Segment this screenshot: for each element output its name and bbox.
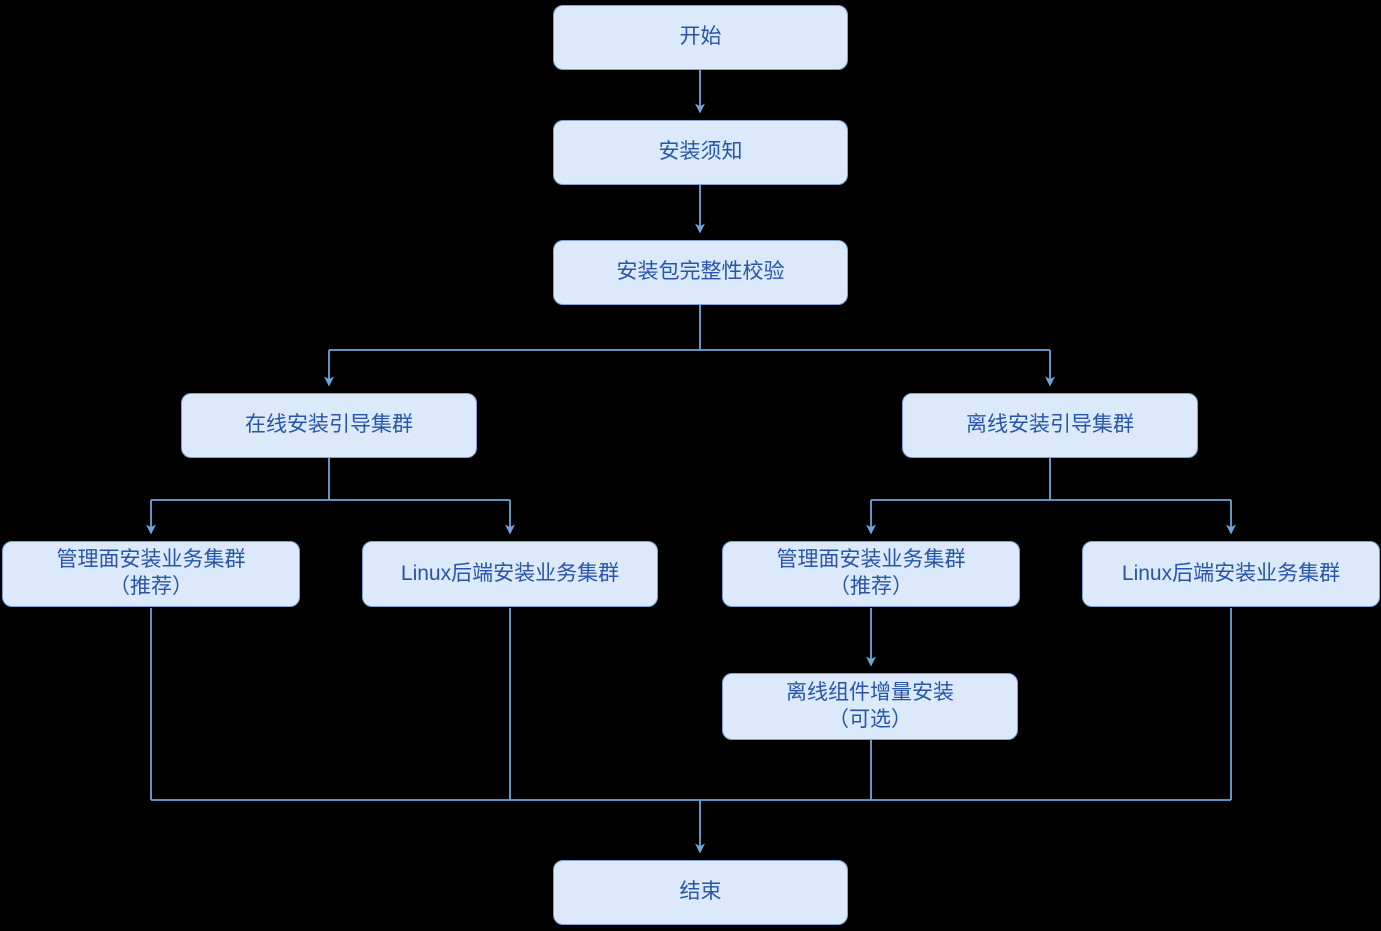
node-start: 开始 — [553, 5, 848, 70]
node-offline-incremental-install: 离线组件增量安装 （可选） — [722, 673, 1018, 740]
node-label: 在线安装引导集群 — [245, 413, 413, 437]
node-label: 安装包完整性校验 — [616, 260, 785, 284]
node-label: 开始 — [679, 25, 722, 49]
node-label: Linux后端安装业务集群 — [1121, 561, 1341, 585]
node-label-line2: （推荐） — [109, 575, 193, 598]
node-offline-guide-cluster: 离线安装引导集群 — [902, 393, 1198, 458]
node-label: 安装须知 — [658, 140, 743, 164]
node-mgmt-install-right: 管理面安装业务集群 （推荐） — [722, 541, 1020, 607]
node-mgmt-install-left: 管理面安装业务集群 （推荐） — [2, 541, 300, 607]
node-linux-backend-install-right: Linux后端安装业务集群 — [1082, 541, 1380, 607]
node-label-line2: （推荐） — [829, 575, 913, 598]
node-end: 结束 — [553, 860, 848, 925]
node-label: 结束 — [679, 880, 722, 904]
node-label-line1: 离线组件增量安装 — [786, 680, 954, 704]
node-linux-backend-install-left: Linux后端安装业务集群 — [362, 541, 658, 607]
node-label: Linux后端安装业务集群 — [400, 561, 620, 585]
node-label-line2: （可选） — [828, 707, 912, 731]
node-label-line1: 管理面安装业务集群 — [776, 548, 966, 572]
node-label-line1: 管理面安装业务集群 — [56, 548, 246, 572]
node-package-integrity-check: 安装包完整性校验 — [553, 240, 848, 305]
node-label: 离线安装引导集群 — [966, 413, 1134, 437]
node-install-notes: 安装须知 — [553, 120, 848, 185]
node-online-guide-cluster: 在线安装引导集群 — [181, 393, 477, 458]
